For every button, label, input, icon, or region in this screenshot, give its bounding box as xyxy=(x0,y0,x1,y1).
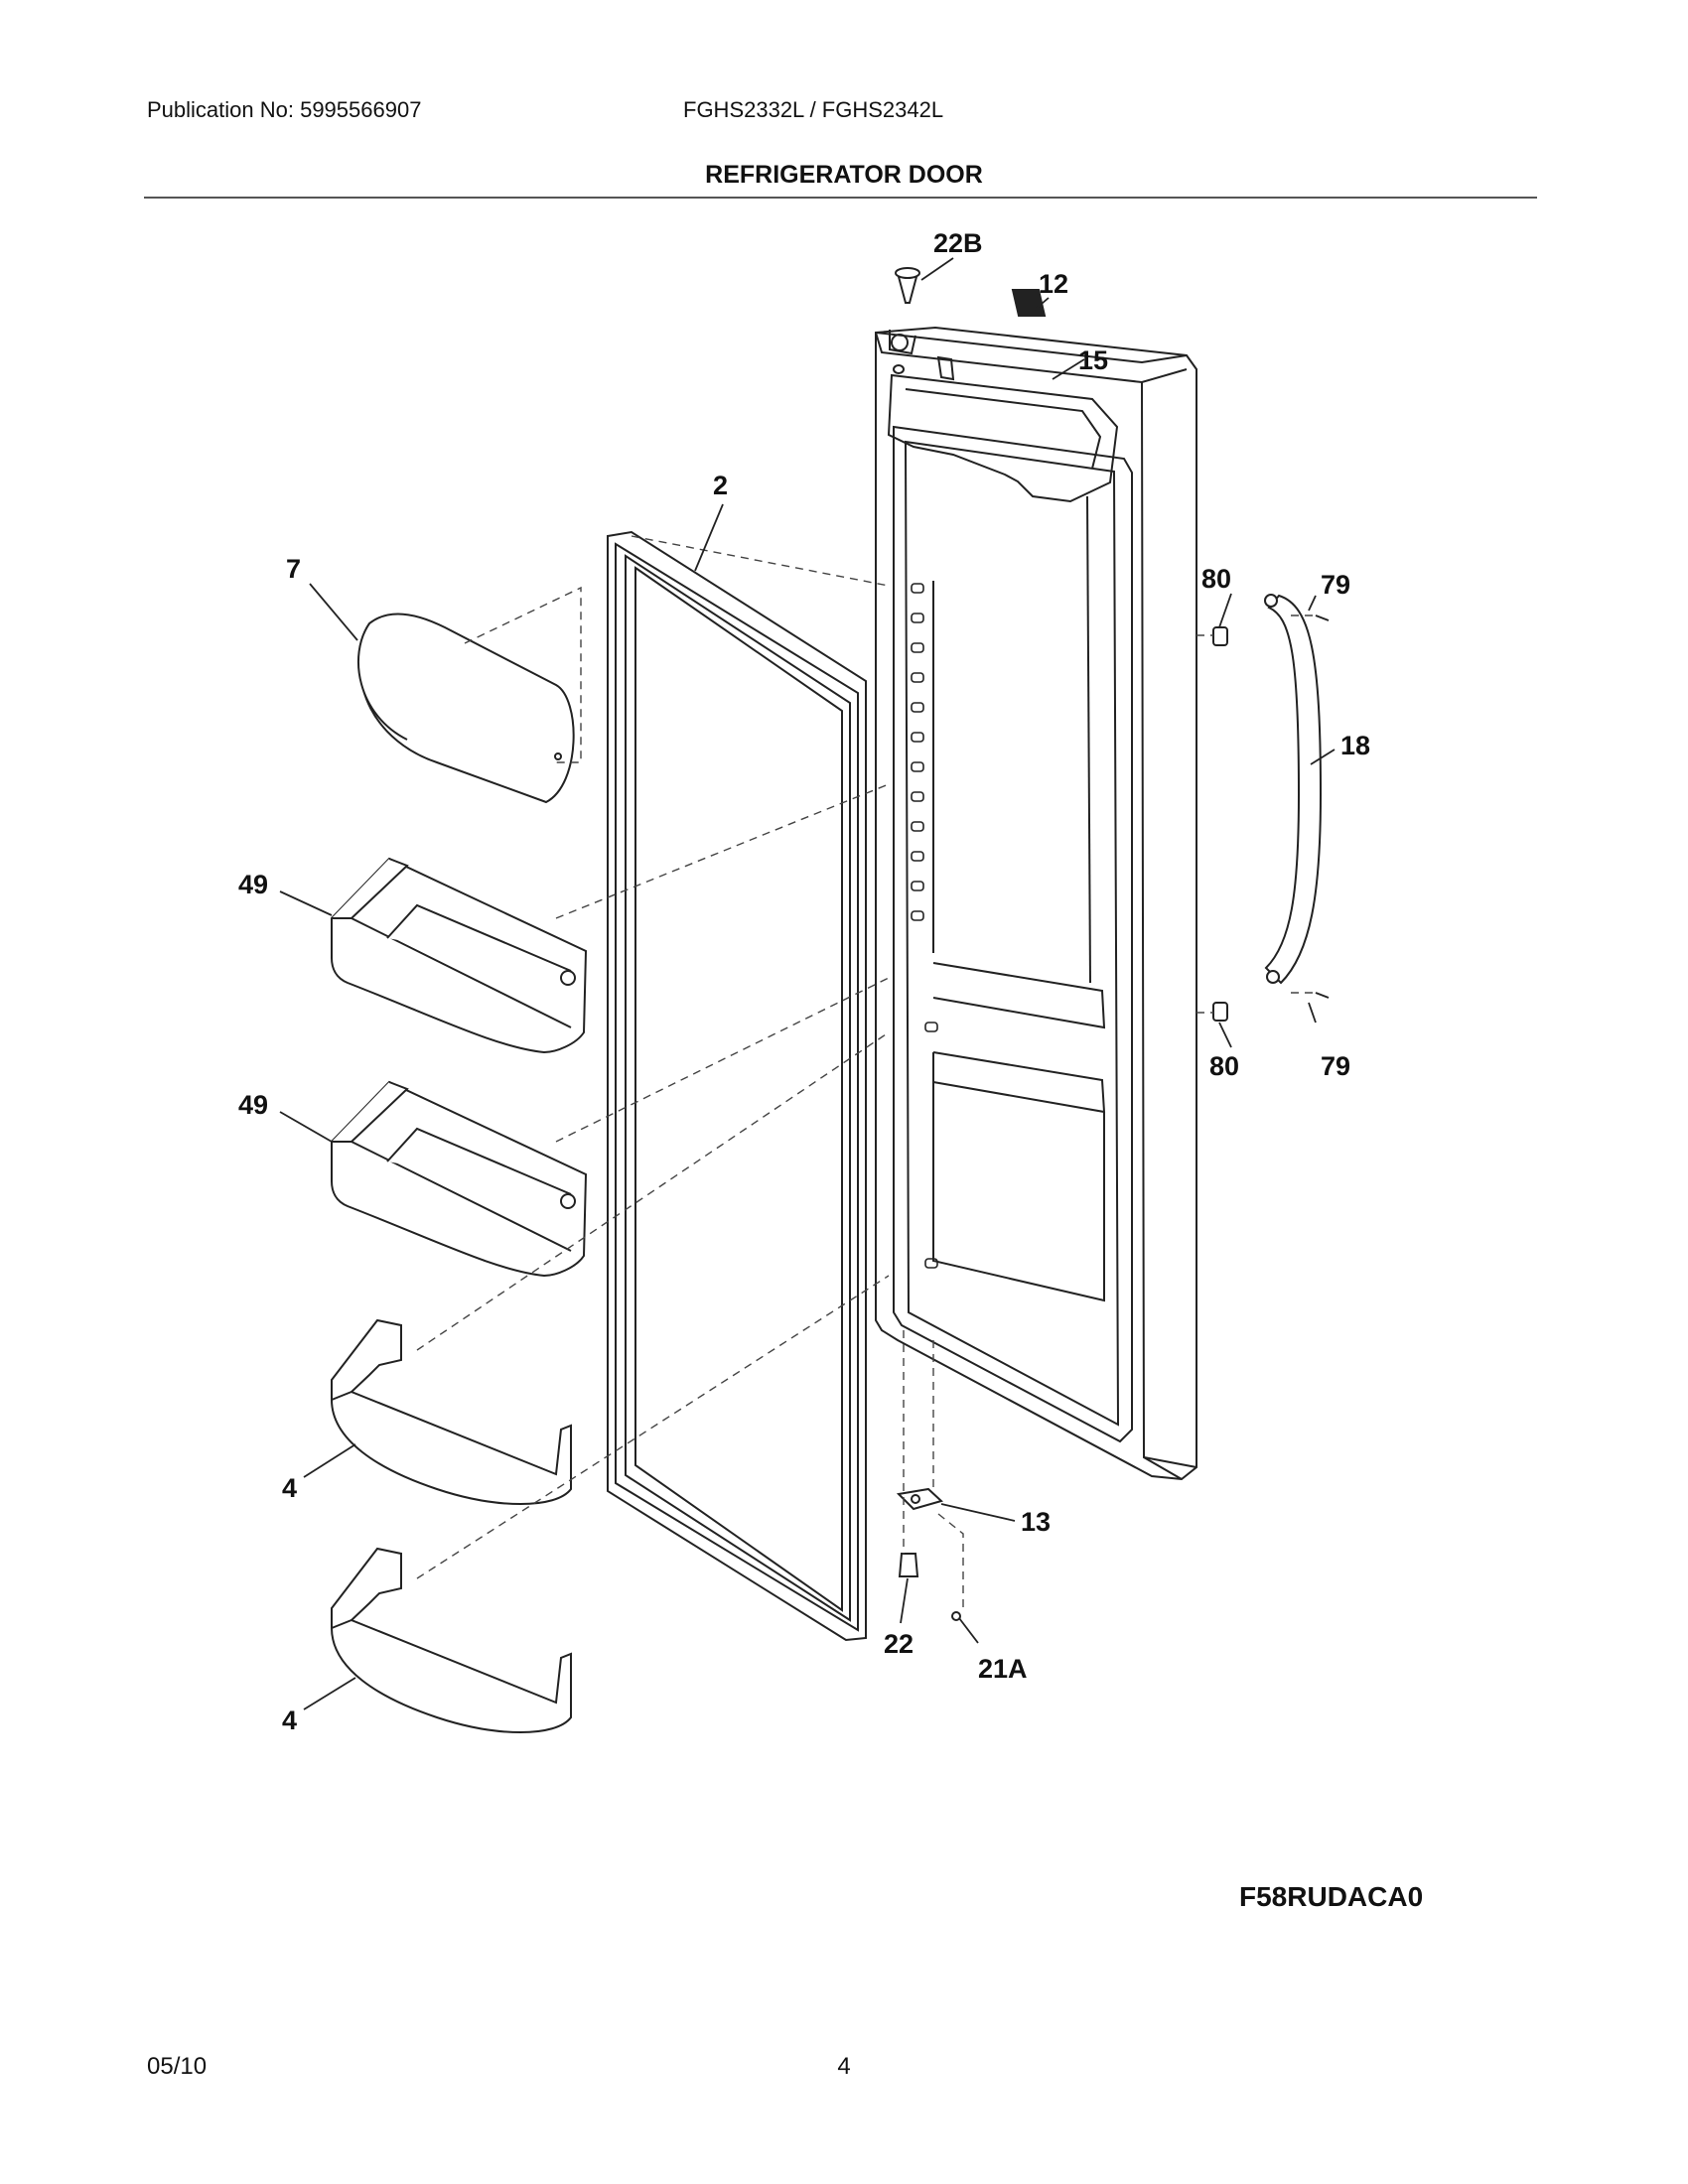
callout-7: 7 xyxy=(286,554,301,584)
leader-lines xyxy=(279,257,1336,1710)
page-number: 4 xyxy=(837,2053,851,2080)
door-shelf-upper xyxy=(331,1318,572,1505)
callout-22b: 22B xyxy=(933,228,983,258)
model-numbers: FGHS2332L / FGHS2342L xyxy=(683,97,944,122)
handle-mounting-hardware xyxy=(1212,614,1330,1022)
alignment-lines xyxy=(416,535,1313,1608)
top-hinge-parts xyxy=(895,267,1047,317)
callout-79-top: 79 xyxy=(1321,570,1350,600)
door-bin-lower xyxy=(331,1080,588,1278)
door-shelf-pegs xyxy=(911,583,938,1269)
callout-13: 13 xyxy=(1021,1507,1051,1537)
header-rule xyxy=(144,197,1537,199)
callout-15: 15 xyxy=(1078,345,1108,375)
page-title: REFRIGERATOR DOOR xyxy=(705,161,983,189)
callout-49-top: 49 xyxy=(238,870,268,899)
publication-number: Publication No: 5995566907 xyxy=(147,97,422,122)
callout-49-bottom: 49 xyxy=(238,1090,268,1120)
callout-18: 18 xyxy=(1340,731,1370,760)
door-shelf-lower xyxy=(331,1547,572,1733)
callout-80-bottom: 80 xyxy=(1209,1051,1239,1081)
callout-80-top: 80 xyxy=(1201,564,1231,594)
callout-12: 12 xyxy=(1039,269,1068,299)
door-handle xyxy=(1264,594,1323,985)
door-assembly xyxy=(875,326,1197,1481)
door-bin-upper xyxy=(331,857,588,1054)
bottom-hinge-parts xyxy=(896,1487,961,1621)
callout-22: 22 xyxy=(884,1629,914,1659)
diagram-code: F58RUDACA0 xyxy=(1239,1881,1424,1912)
callout-4-top: 4 xyxy=(282,1473,297,1503)
callout-4-bottom: 4 xyxy=(282,1706,297,1735)
callout-79-bottom: 79 xyxy=(1321,1051,1350,1081)
publication-date: 05/10 xyxy=(147,2053,208,2080)
door-gasket xyxy=(607,530,867,1642)
dairy-cover xyxy=(357,613,575,804)
callout-21a: 21A xyxy=(978,1654,1028,1684)
callout-2: 2 xyxy=(713,471,728,500)
